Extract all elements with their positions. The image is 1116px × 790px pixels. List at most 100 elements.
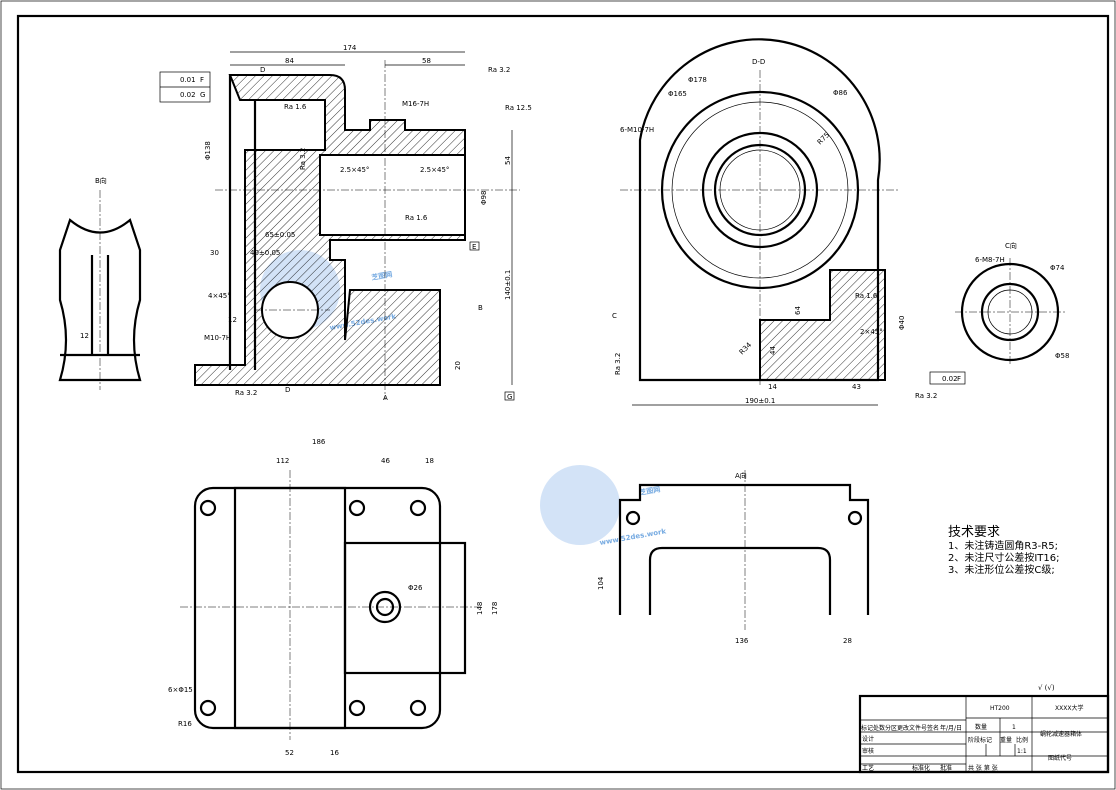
drawing-line (348, 499, 366, 517)
dimension-label: F (957, 375, 961, 383)
dimension-label: G (200, 91, 205, 99)
dimension-label: 16 (330, 749, 339, 757)
dimension-label: 2.5×45° (420, 166, 449, 174)
front-view-dimensions: 174 84 58 M16-7H Ra 12.5 Ra 3.2 Ra 1.6 Φ… (159, 44, 532, 402)
dimension-label: 44 (769, 346, 777, 355)
dimension-label: Φ98 (480, 191, 488, 205)
dimension-label: 2.5×45° (340, 166, 369, 174)
dimension-label: 图纸代号 (1048, 754, 1072, 762)
dimension-label: 178 (491, 602, 499, 615)
tech-req-item: 3、未注形位公差按C级; (948, 565, 1055, 576)
dimension-label: 43 (852, 383, 861, 391)
dimension-label: B向 (95, 176, 107, 185)
tech-req-heading: 技术要求 (948, 525, 1001, 540)
drawing-line (348, 699, 366, 717)
dimension-label: 190±0.1 (745, 397, 775, 405)
dimension-label: 64 (794, 306, 802, 315)
dimension-label: A (383, 394, 388, 402)
dimension-label: 6-M8-7H (975, 256, 1005, 264)
dimension-label: 审核 (862, 747, 874, 755)
tech-req-item: 1、未注铸造圆角R3-R5; (948, 541, 1058, 552)
dimension-label: 58 (422, 57, 431, 65)
dimension-label: 年/月/日 (940, 724, 962, 732)
drawing-line (625, 510, 641, 526)
dimension-label: 0.02 (942, 375, 958, 383)
dimension-label: 分区 (885, 724, 897, 732)
dimension-label: Ra 3.2 (915, 392, 937, 400)
dimension-label: 芝图网 (371, 269, 393, 282)
drawing-line (319, 154, 466, 236)
dimension-label: 工艺 (862, 764, 874, 772)
dimension-label: 更改文件号 (897, 724, 927, 732)
dimension-label: 6-M10-7H (620, 126, 654, 134)
top-view: 186 112 46 18 148 178 Φ26 6×Φ15 R16 52 1… (168, 438, 499, 757)
dimension-label: Ra 3.2 (235, 389, 257, 397)
dimension-label: 重量 (1000, 736, 1012, 744)
tech-req-item: 2、未注尺寸公差按IT16; (948, 553, 1060, 564)
dimension-label: Ra 3.2 (614, 353, 622, 375)
drawing-line (504, 391, 515, 401)
front-section-view (194, 60, 520, 400)
standardize-label: 标准化 (912, 764, 930, 772)
dimension-label: Φ40 (898, 316, 906, 330)
dimension-label: 共 张 第 张 (968, 764, 998, 772)
dimension-label: E (472, 243, 476, 251)
dimension-label: 20 (454, 361, 462, 370)
drawing-line (409, 699, 427, 717)
c-view: C向 6-M8-7H Φ74 Φ58 (955, 241, 1069, 366)
dimension-label: 4×45° (208, 292, 231, 300)
dimension-label: Ra 1.6 (284, 103, 307, 111)
technical-requirements: 技术要求 1、未注铸造圆角R3-R5; 2、未注尺寸公差按IT16; 3、未注形… (948, 525, 1060, 577)
d-d-section-view: D-D (620, 38, 900, 406)
dimension-label: D-D (752, 58, 765, 66)
dimension-label: A向 (735, 471, 747, 480)
dimension-label: 芝图网 (639, 484, 661, 497)
dimension-label: Ra 1.6 (405, 214, 428, 222)
surface-roughness-mark: √ (√) (1038, 684, 1055, 692)
dimension-label: Φ138 (204, 141, 212, 160)
drawing-line (648, 546, 832, 615)
dimension-label: 46 (381, 457, 390, 465)
dimension-label: 65±0.05 (265, 231, 295, 239)
dimension-label: C (612, 312, 617, 320)
dimension-label: 84 (285, 57, 294, 65)
dimension-label: 40±0.05 (250, 249, 280, 257)
dimension-label: M16-7H (402, 100, 429, 108)
drawing-line (199, 499, 217, 517)
dimension-label: 蜗轮减速器箱体 (1040, 730, 1082, 738)
dimension-label: 140±0.1 (504, 270, 512, 300)
dimension-label: 174 (343, 44, 357, 52)
dimension-label: 12 (80, 332, 89, 340)
drawing-line (409, 499, 427, 517)
dimension-label: M10-7H (204, 334, 231, 342)
dimension-label: 112 (276, 457, 289, 465)
dimension-label: C向 (1005, 241, 1017, 250)
dimension-label: 批准 (940, 764, 952, 772)
drawing-line (469, 241, 480, 251)
dimension-label: 52 (285, 749, 294, 757)
a-view: A向 104 136 28 (597, 470, 870, 645)
dimension-label: 2×45° (860, 328, 883, 336)
dimension-label: Φ26 (408, 584, 423, 592)
dimension-label: 12 (228, 316, 237, 324)
dimension-label: 处数 (873, 724, 885, 732)
drawing-line (58, 218, 142, 382)
dimension-label: Φ58 (1055, 352, 1069, 360)
dimension-label: Ra 3.2 (488, 66, 510, 74)
dimension-label: 签名 (927, 724, 939, 732)
dimension-label: D (260, 66, 265, 74)
dimension-label: 136 (735, 637, 749, 645)
inner-border (16, 14, 1110, 774)
dimension-label: Ra 3.2 (299, 148, 307, 170)
dimension-label: 104 (597, 576, 605, 590)
dimension-label: D (285, 386, 290, 394)
dimension-label: HT200 (990, 705, 1010, 712)
dimension-label: 28 (843, 637, 852, 645)
drawing-line (858, 694, 1110, 774)
dimension-label: Φ86 (833, 89, 848, 97)
drawing-line (343, 541, 467, 675)
dimension-label: 数量 (975, 723, 987, 731)
